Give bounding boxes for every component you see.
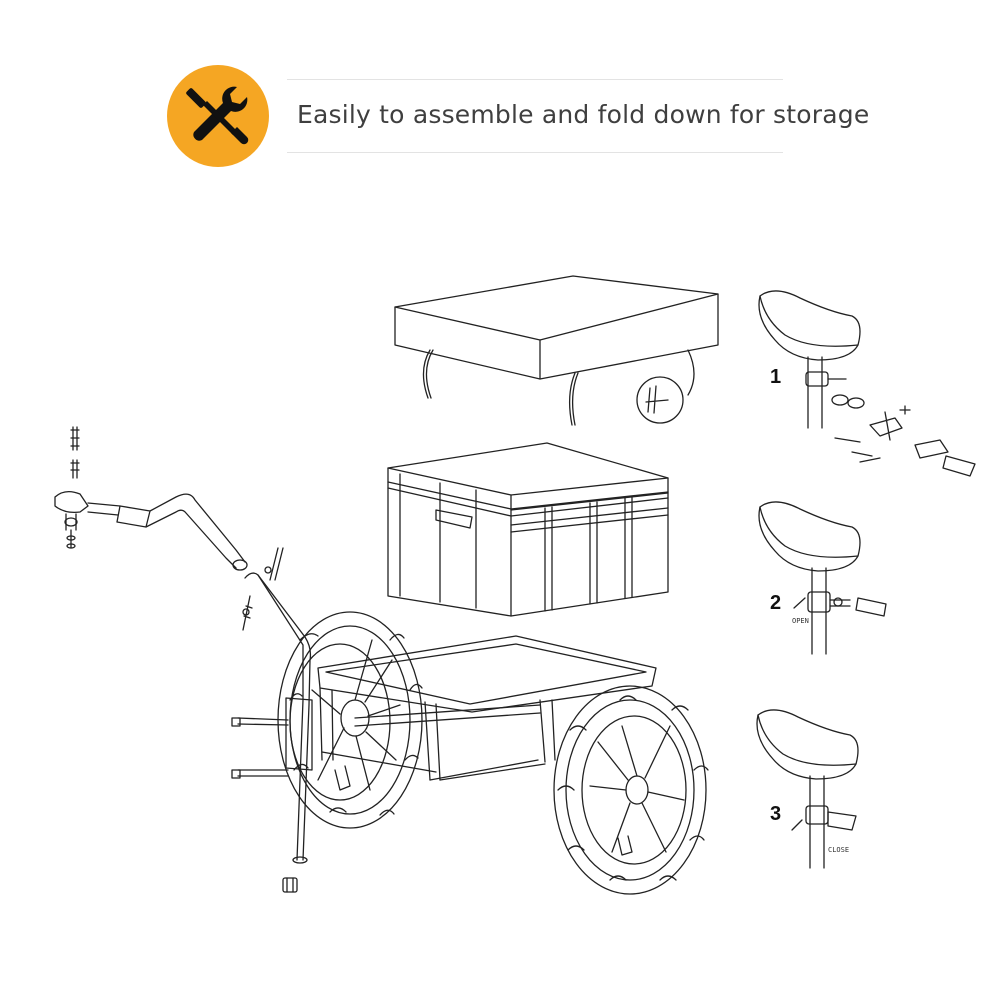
step-number-3: 3 — [770, 803, 782, 825]
header-rule-top — [287, 79, 783, 80]
step-number-2: 2 — [770, 592, 782, 614]
step-number-1: 1 — [770, 366, 782, 388]
tools-badge — [167, 65, 269, 167]
step-2-tag: OPEN — [792, 617, 809, 625]
cart-handle — [54, 426, 284, 631]
left-wheel — [277, 611, 423, 829]
header-rule-bottom — [287, 152, 783, 153]
seat-step-1 — [758, 290, 976, 477]
right-wheel — [553, 685, 709, 895]
wrench-screwdriver-icon — [167, 65, 269, 167]
storage-crate — [387, 442, 669, 617]
step-3-tag: CLOSE — [828, 846, 850, 854]
seat-step-2 — [758, 501, 887, 655]
seat-step-3 — [756, 709, 859, 869]
headline: Easily to assemble and fold down for sto… — [297, 100, 870, 129]
cart-seat-cushion — [394, 275, 719, 426]
cart-frame — [231, 572, 657, 893]
axle — [354, 704, 541, 727]
